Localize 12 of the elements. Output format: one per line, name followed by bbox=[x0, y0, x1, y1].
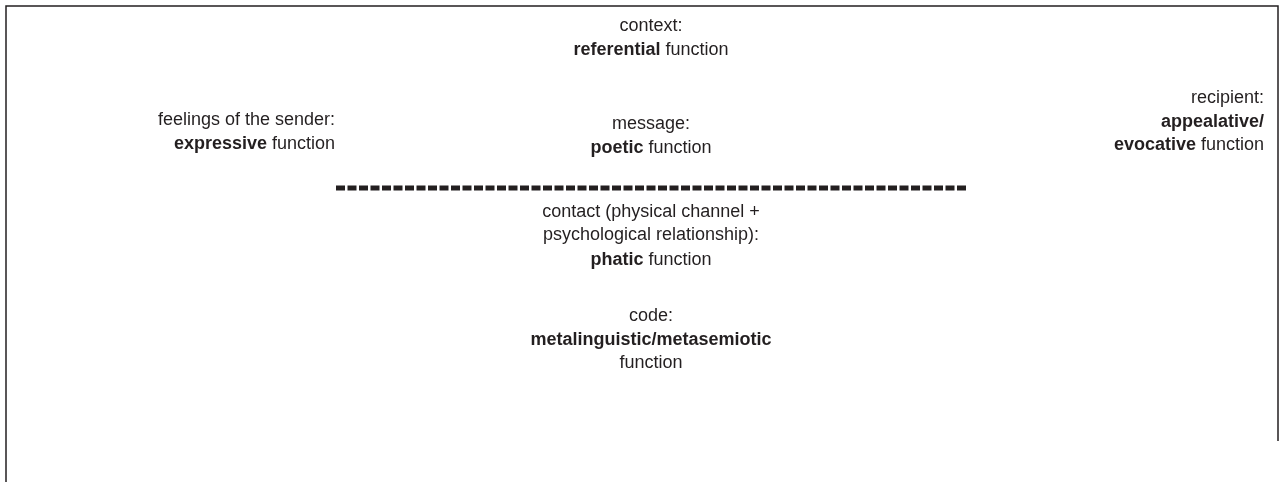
function-label: referential function bbox=[572, 38, 730, 61]
function-label: poetic function bbox=[589, 136, 713, 159]
function-label: expressive function bbox=[172, 132, 335, 155]
function-label: context: bbox=[618, 14, 684, 37]
function-label: recipient: bbox=[1189, 86, 1264, 109]
function-label: message: bbox=[610, 112, 691, 135]
function-label: feelings of the sender: bbox=[156, 108, 335, 131]
function-label: metalinguistic/metasemiotic function bbox=[529, 328, 773, 375]
function-label: appealative/ evocative function bbox=[1112, 110, 1264, 157]
function-label: contact (physical channel + psychological relationship): bbox=[541, 200, 761, 247]
function-label: phatic function bbox=[589, 248, 713, 271]
function-label: code: bbox=[627, 304, 674, 327]
